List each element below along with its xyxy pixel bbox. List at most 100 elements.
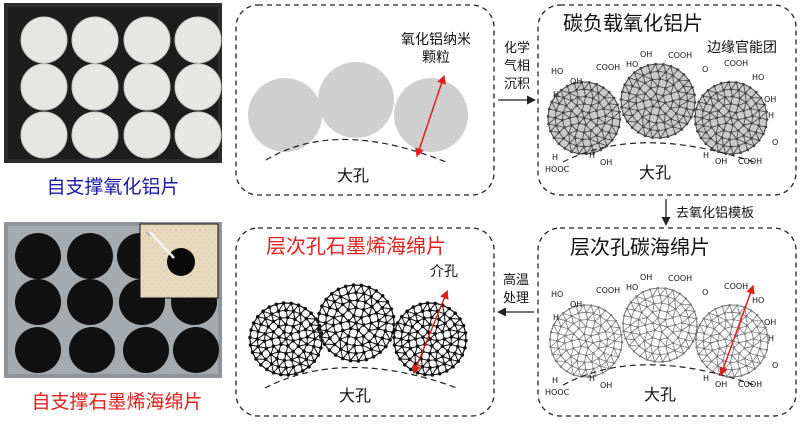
functional-group-label: H [768, 334, 774, 343]
functional-group-label: H [553, 313, 559, 322]
mesopore-size-arrow [719, 284, 755, 377]
graphene-disk [123, 327, 169, 373]
functional-group-label: OH [715, 380, 727, 389]
macropore-label: 大孔 [639, 163, 671, 182]
functional-group-label: O [772, 138, 778, 147]
alumina-particle [248, 78, 322, 152]
functional-group-label: COOH [596, 286, 620, 295]
alumina-disk [123, 16, 171, 64]
alumina-particle-label-2: 颗粒 [422, 50, 450, 66]
functional-group-label: H [589, 374, 595, 383]
functional-group-label: OH [764, 318, 776, 327]
alumina-particle-label: 氧化铝纳米 [401, 32, 471, 48]
graphene-disk [173, 327, 219, 373]
cvd-label-1: 化学 [504, 40, 530, 56]
functional-group-label: COOH [668, 274, 692, 283]
graphene-sponge-panel: 层次孔石墨烯海绵片 介孔 大孔 [235, 227, 495, 417]
alumina-disk [20, 111, 68, 159]
functional-group-label: H [589, 151, 595, 160]
cvd-label-3: 沉积 [504, 77, 530, 92]
alumina-panel: 氧化铝纳米 颗粒 大孔 [235, 4, 495, 196]
alumina-disk [174, 111, 222, 159]
alumina-disk [71, 63, 119, 111]
carbon-sponge-title: 层次孔碳海绵片 [570, 235, 710, 259]
functional-group-label: HO [626, 60, 638, 69]
functional-group-label: OH [570, 77, 582, 86]
graphene-disk [15, 233, 61, 279]
inset-photo [139, 223, 219, 299]
graphene-disk-grid [15, 233, 219, 373]
functional-group-label: HO [752, 296, 764, 305]
carbon-coated-particle [546, 80, 622, 156]
functional-group-label: H [552, 153, 558, 162]
graphene-disk [67, 279, 113, 325]
functional-group-label: HO [551, 290, 563, 299]
alumina-particle [318, 62, 394, 138]
functional-group-label: HO [551, 67, 563, 76]
functional-group-label: H [552, 376, 558, 385]
alumina-pellets-photo [4, 3, 222, 163]
alumina-disk [20, 16, 68, 64]
macropore-label: 大孔 [644, 385, 676, 404]
functional-group-label: COOH [724, 282, 748, 291]
functional-group-label: OH [600, 158, 612, 167]
graphene-sponge-title: 层次孔石墨烯海绵片 [266, 234, 446, 258]
high-temp-label-2: 处理 [503, 291, 529, 306]
alumina-disk [71, 16, 119, 64]
alumina-disk [174, 16, 222, 64]
functional-group-label: OH [715, 157, 727, 166]
graphene-pellets-photo [4, 222, 222, 378]
functional-group-label: O [702, 65, 708, 74]
functional-group-label: OH [764, 95, 776, 104]
functional-group-label: H [553, 90, 559, 99]
alumina-disk [20, 63, 68, 111]
particle-size-arrow [415, 74, 446, 158]
alumina-disk [123, 63, 171, 111]
carbon-shell [548, 303, 624, 379]
macropore-label: 大孔 [337, 166, 369, 185]
functional-group-label: COOH [668, 51, 692, 60]
functional-group-label: OH [570, 300, 582, 309]
functional-group-label: HO [626, 283, 638, 292]
graphene-sheet-caption: 自支撑石墨烯海绵片 [31, 391, 202, 413]
mesopore-size-arrow [412, 289, 449, 375]
functional-group-label: H [703, 374, 709, 383]
alumina-disk [174, 63, 222, 111]
functional-group-label: COOH [596, 63, 620, 72]
carbon-alumina-title: 碳负载氧化铝片 [563, 11, 703, 35]
functional-group-label: COOH [738, 380, 762, 389]
graphene-shell [392, 301, 468, 377]
alumina-disk [123, 111, 171, 159]
cvd-label-2: 气相 [504, 58, 530, 74]
alumina-sheet-caption: 自支撑氧化铝片 [46, 176, 179, 198]
macropore-label: 大孔 [339, 386, 371, 405]
graphene-shell [316, 283, 396, 363]
remove-template-label: 去氧化铝模板 [676, 206, 754, 221]
functional-group-label: HOOC [545, 388, 570, 397]
graphene-disk [69, 327, 115, 373]
edge-group-label: 边缘官能团 [707, 40, 777, 56]
carbon-shell [694, 303, 770, 379]
carbon-coated-particle [693, 80, 769, 156]
remove-template-arrow: 去氧化铝模板 [661, 199, 754, 226]
functional-group-label: H [768, 111, 774, 120]
high-temp-label-1: 高温 [503, 272, 529, 288]
functional-group-label: OH [600, 381, 612, 390]
functional-group-label: O [702, 288, 708, 297]
graphene-disk [15, 327, 61, 373]
graphene-shell [248, 301, 324, 377]
functional-group-label: COOH [724, 59, 748, 68]
mesopore-label: 介孔 [430, 264, 458, 280]
functional-group-label: OH [640, 50, 652, 59]
high-temp-arrow: 高温 处理 [497, 272, 534, 317]
functional-group-label: O [772, 361, 778, 370]
cvd-arrow: 化学 气相 沉积 [498, 40, 536, 105]
graphene-disk [67, 233, 113, 279]
functional-group-label: H [703, 151, 709, 160]
carbon-shell [621, 286, 699, 364]
